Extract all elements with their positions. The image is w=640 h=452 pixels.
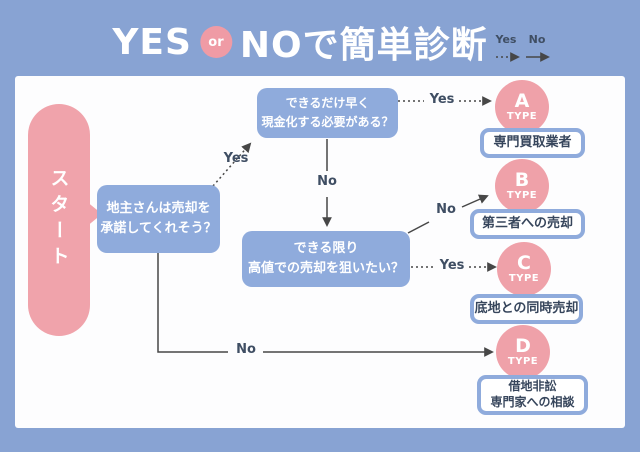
question-consent: 地主さんは売却を 承諾してくれそう？ (97, 185, 220, 253)
question-cash-line1: できるだけ早く (285, 96, 370, 111)
type-c-letter: C (517, 251, 531, 274)
result-c-text: 底地との同時売却 (474, 300, 579, 316)
edge-consent-yes (212, 142, 252, 187)
question-cash: できるだけ早く 現金化する必要がある？ (257, 88, 398, 138)
type-node-c: C TYPE (497, 242, 551, 296)
label-price-no: No (436, 202, 456, 217)
page-title: YES or NOで簡単診断 (112, 16, 487, 68)
type-a-caption: TYPE (506, 110, 538, 122)
type-node-a: A TYPE (495, 80, 549, 134)
type-node-b: B TYPE (495, 159, 549, 213)
start-node: スタート (28, 104, 90, 336)
start-label: スタート (47, 168, 70, 272)
question-price: できる限り 高値での売却を狙いたい？ (242, 231, 410, 287)
legend-yes-label: Yes (495, 33, 517, 46)
result-b-text: 第三者への売却 (481, 215, 573, 231)
edge-price-no-b (461, 194, 489, 208)
result-d-text-line1: 借地非訟 (508, 379, 557, 394)
result-box-d: 借地非訟 専門家への相談 (477, 375, 588, 415)
question-cash-line2: 現金化する必要がある？ (261, 115, 394, 129)
edge-price-no-a (407, 221, 430, 234)
legend-no-label: No (528, 33, 546, 46)
label-cash-no: No (317, 174, 337, 189)
title-rest-text: NOで簡単診断 (239, 25, 488, 66)
result-box-c: 底地との同時売却 (470, 294, 583, 324)
question-price-line1: できる限り (293, 240, 359, 256)
label-cash-yes: Yes (429, 92, 455, 107)
type-a-letter: A (514, 89, 530, 112)
result-box-a: 専門買取業者 (480, 128, 585, 158)
result-d-text-line2: 専門家への相談 (490, 395, 575, 409)
or-badge: or (199, 26, 232, 58)
label-consent-no: No (236, 342, 256, 357)
result-box-b: 第三者への売却 (470, 209, 585, 239)
edge-consent-no-a (157, 253, 228, 353)
question-consent-line2: 承諾してくれそう？ (100, 221, 217, 236)
type-d-caption: TYPE (507, 355, 539, 367)
type-node-d: D TYPE (496, 325, 550, 379)
type-b-caption: TYPE (506, 189, 538, 201)
type-d-letter: D (515, 334, 531, 357)
title-yes-text: YES (112, 21, 192, 63)
or-badge-label: or (208, 34, 224, 50)
label-price-yes: Yes (439, 258, 465, 273)
result-a-text: 専門買取業者 (493, 134, 572, 150)
label-consent-yes: Yes (223, 151, 249, 166)
type-c-caption: TYPE (508, 272, 540, 284)
question-consent-line1: 地主さんは売却を (106, 200, 211, 216)
type-b-letter: B (514, 168, 530, 191)
question-price-line2: 高値での売却を狙いたい？ (247, 261, 404, 276)
